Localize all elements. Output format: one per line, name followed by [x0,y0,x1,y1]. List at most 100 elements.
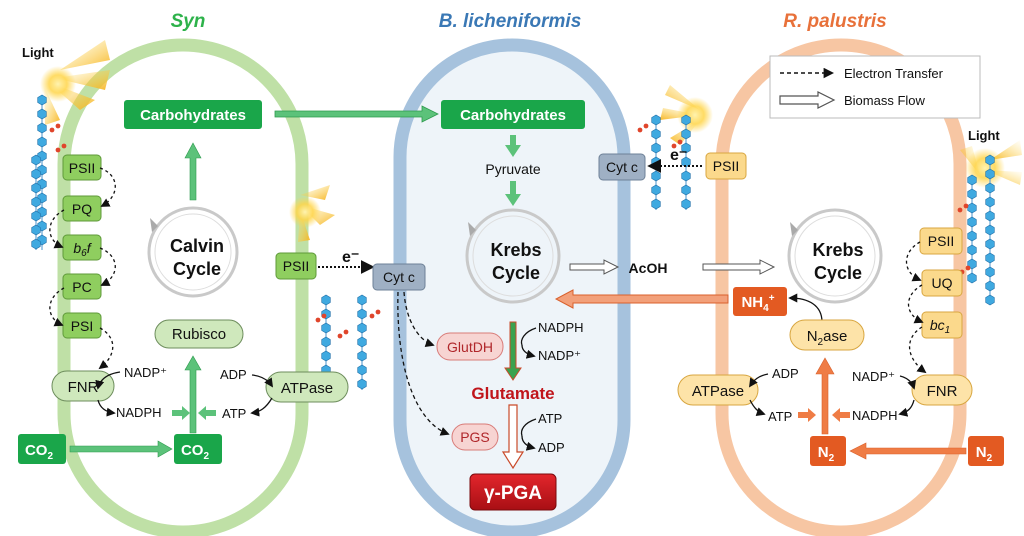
bac-pyruvate-label: Pyruvate [485,161,540,177]
pigment-oxygen-dot-icon [315,317,321,323]
pigment-oxygen-dot-icon [321,313,327,319]
pigment-molecule-icons [31,94,995,390]
rho-atp-out-arrow [749,399,766,417]
rho-electron-label: e⁻ [670,147,687,164]
bac-nadp-out-arrow [521,344,536,359]
rho-atp-feed-arrow [798,408,816,422]
syn-atp-feed-arrow [198,406,216,420]
syn-carbohydrates-label: Carbohydrates [140,107,246,124]
legend: Electron Transfer Biomass Flow [769,55,981,119]
syn-co2-outside-box [18,434,66,464]
pigment-hexagon-icon [681,184,691,196]
mid-electron-label: e⁻ [342,249,359,266]
rho-nh4-main: NH [741,294,763,311]
mid-psii-label: PSII [283,258,309,274]
light-label-left: Light [22,45,54,60]
syn-pq-label: PQ [72,201,92,217]
syn-b6f-tail: f [87,240,93,256]
syn-nadph-feed-arrow [172,406,190,420]
pigment-hexagon-icon [357,364,367,376]
pigment-hexagon-icon [651,128,661,140]
legend-biomass-swatch [779,91,836,109]
light-label-right: Light [968,128,1000,143]
syn-atp-out-arrow [250,397,273,417]
syn-atp-label: ATP [222,406,246,421]
pigment-hexagon-icon [985,168,995,180]
syn-pc-psi-electron-arrow [49,287,65,327]
rho-nh4-sub: 4 [763,303,769,314]
pigment-oxygen-dot-icon [369,313,375,319]
pigment-hexagon-icon [357,322,367,334]
rho-nadp-in-arrow [899,375,917,390]
syn-nadp-label: NADP⁺ [124,365,167,380]
pigment-hexagon-icon [651,142,661,154]
pigment-oxygen-dot-icon [643,123,649,129]
bac-krebs-label-2: Cycle [492,263,540,283]
rho-uq-bc1-electron-arrow [907,284,924,324]
rho-n2ase-main: N [807,328,818,345]
rho-n2ase-box [789,319,865,351]
bac-nadp-label: NADP⁺ [538,348,581,363]
pigment-hexagon-icon [357,294,367,306]
bac-krebs-arrowhead-icon [468,222,476,236]
bac-carbohydrates-label: Carbohydrates [460,107,566,124]
syn-pc-label: PC [72,279,91,295]
pigment-hexagon-icon [651,114,661,126]
bac-glutamate-label: Glutamate [471,384,554,403]
pigment-hexagon-icon [651,184,661,196]
rho-atpase-label: ATPase [692,383,744,400]
pigment-hexagon-icon [31,196,41,208]
bac-atp-in-arc [520,418,537,437]
rho-nh4-sup: + [769,293,775,304]
syn-fnr-box [51,370,115,402]
calvin-label-1: Calvin [170,236,224,256]
bac-krebs-label-1: Krebs [490,240,541,260]
rho-nadph-out-arrow [898,399,915,417]
rho-n2-inside-label: N2 [818,444,835,464]
pigment-oxygen-dot-icon [963,203,969,209]
rho-krebs-arrowhead-icon [790,222,798,236]
bac-pyruvate-to-krebs-arrow [505,181,521,206]
pigment-hexagon-icon [31,238,41,250]
pigment-hexagon-icon [967,216,977,228]
rho-psii-uq-electron-arrow [905,241,922,282]
syn-fnr-label: FNR [68,379,99,396]
pigment-hexagon-icon [985,224,995,236]
calvin-to-carbohydrates-arrow [184,142,202,201]
pigment-oxygen-dot-icon [49,127,55,133]
rubisco-box [154,319,244,349]
rho-n2-outside-box [968,436,1004,466]
bac-nadph-label: NADPH [538,320,584,335]
bac-glutdh-label: GlutDH [447,339,493,355]
syn-b6f-main: b [73,240,81,256]
syn-adp-label: ADP [220,367,247,382]
light-rays-mid-icon [289,185,335,242]
pigment-oxygen-dot-icon [677,139,683,145]
acoh-in-arrow [702,259,776,275]
bac-cytc-box [372,263,426,291]
syn-co2-inside-sub: 2 [203,451,209,462]
pigment-hexagon-icon [985,266,995,278]
bac-adp-out-arrow [521,435,536,451]
syn-pq-b6f-electron-arrow [49,209,65,249]
pigment-hexagon-icon [651,198,661,210]
rho-n2ase-nh4-arrow [788,293,823,323]
bac-cytc-label: Cyt c [383,269,415,285]
pigment-oxygen-dot-icon [965,265,971,271]
rho-nh4-box [733,287,787,316]
pigment-oxygen-dot-icon [637,127,643,133]
pigment-hexagon-icon [357,350,367,362]
rho-bc1-sub: 1 [945,325,951,336]
rho-cytc-label: Cyt c [606,159,638,175]
pigment-hexagon-icon [31,210,41,222]
rho-bc1-fnr-electron-arrow [908,326,927,374]
n2-uptake-arrow [849,442,967,460]
rho-n2-to-n2ase-arrow [815,357,835,435]
pigment-hexagon-icon [985,280,995,292]
light-rays-left-icon [40,40,110,125]
pigment-hexagon-icon [985,154,995,166]
bac-krebs-ring [465,208,561,304]
pigment-hexagon-icon [31,224,41,236]
pga-product-label: γ-PGA [484,483,542,504]
